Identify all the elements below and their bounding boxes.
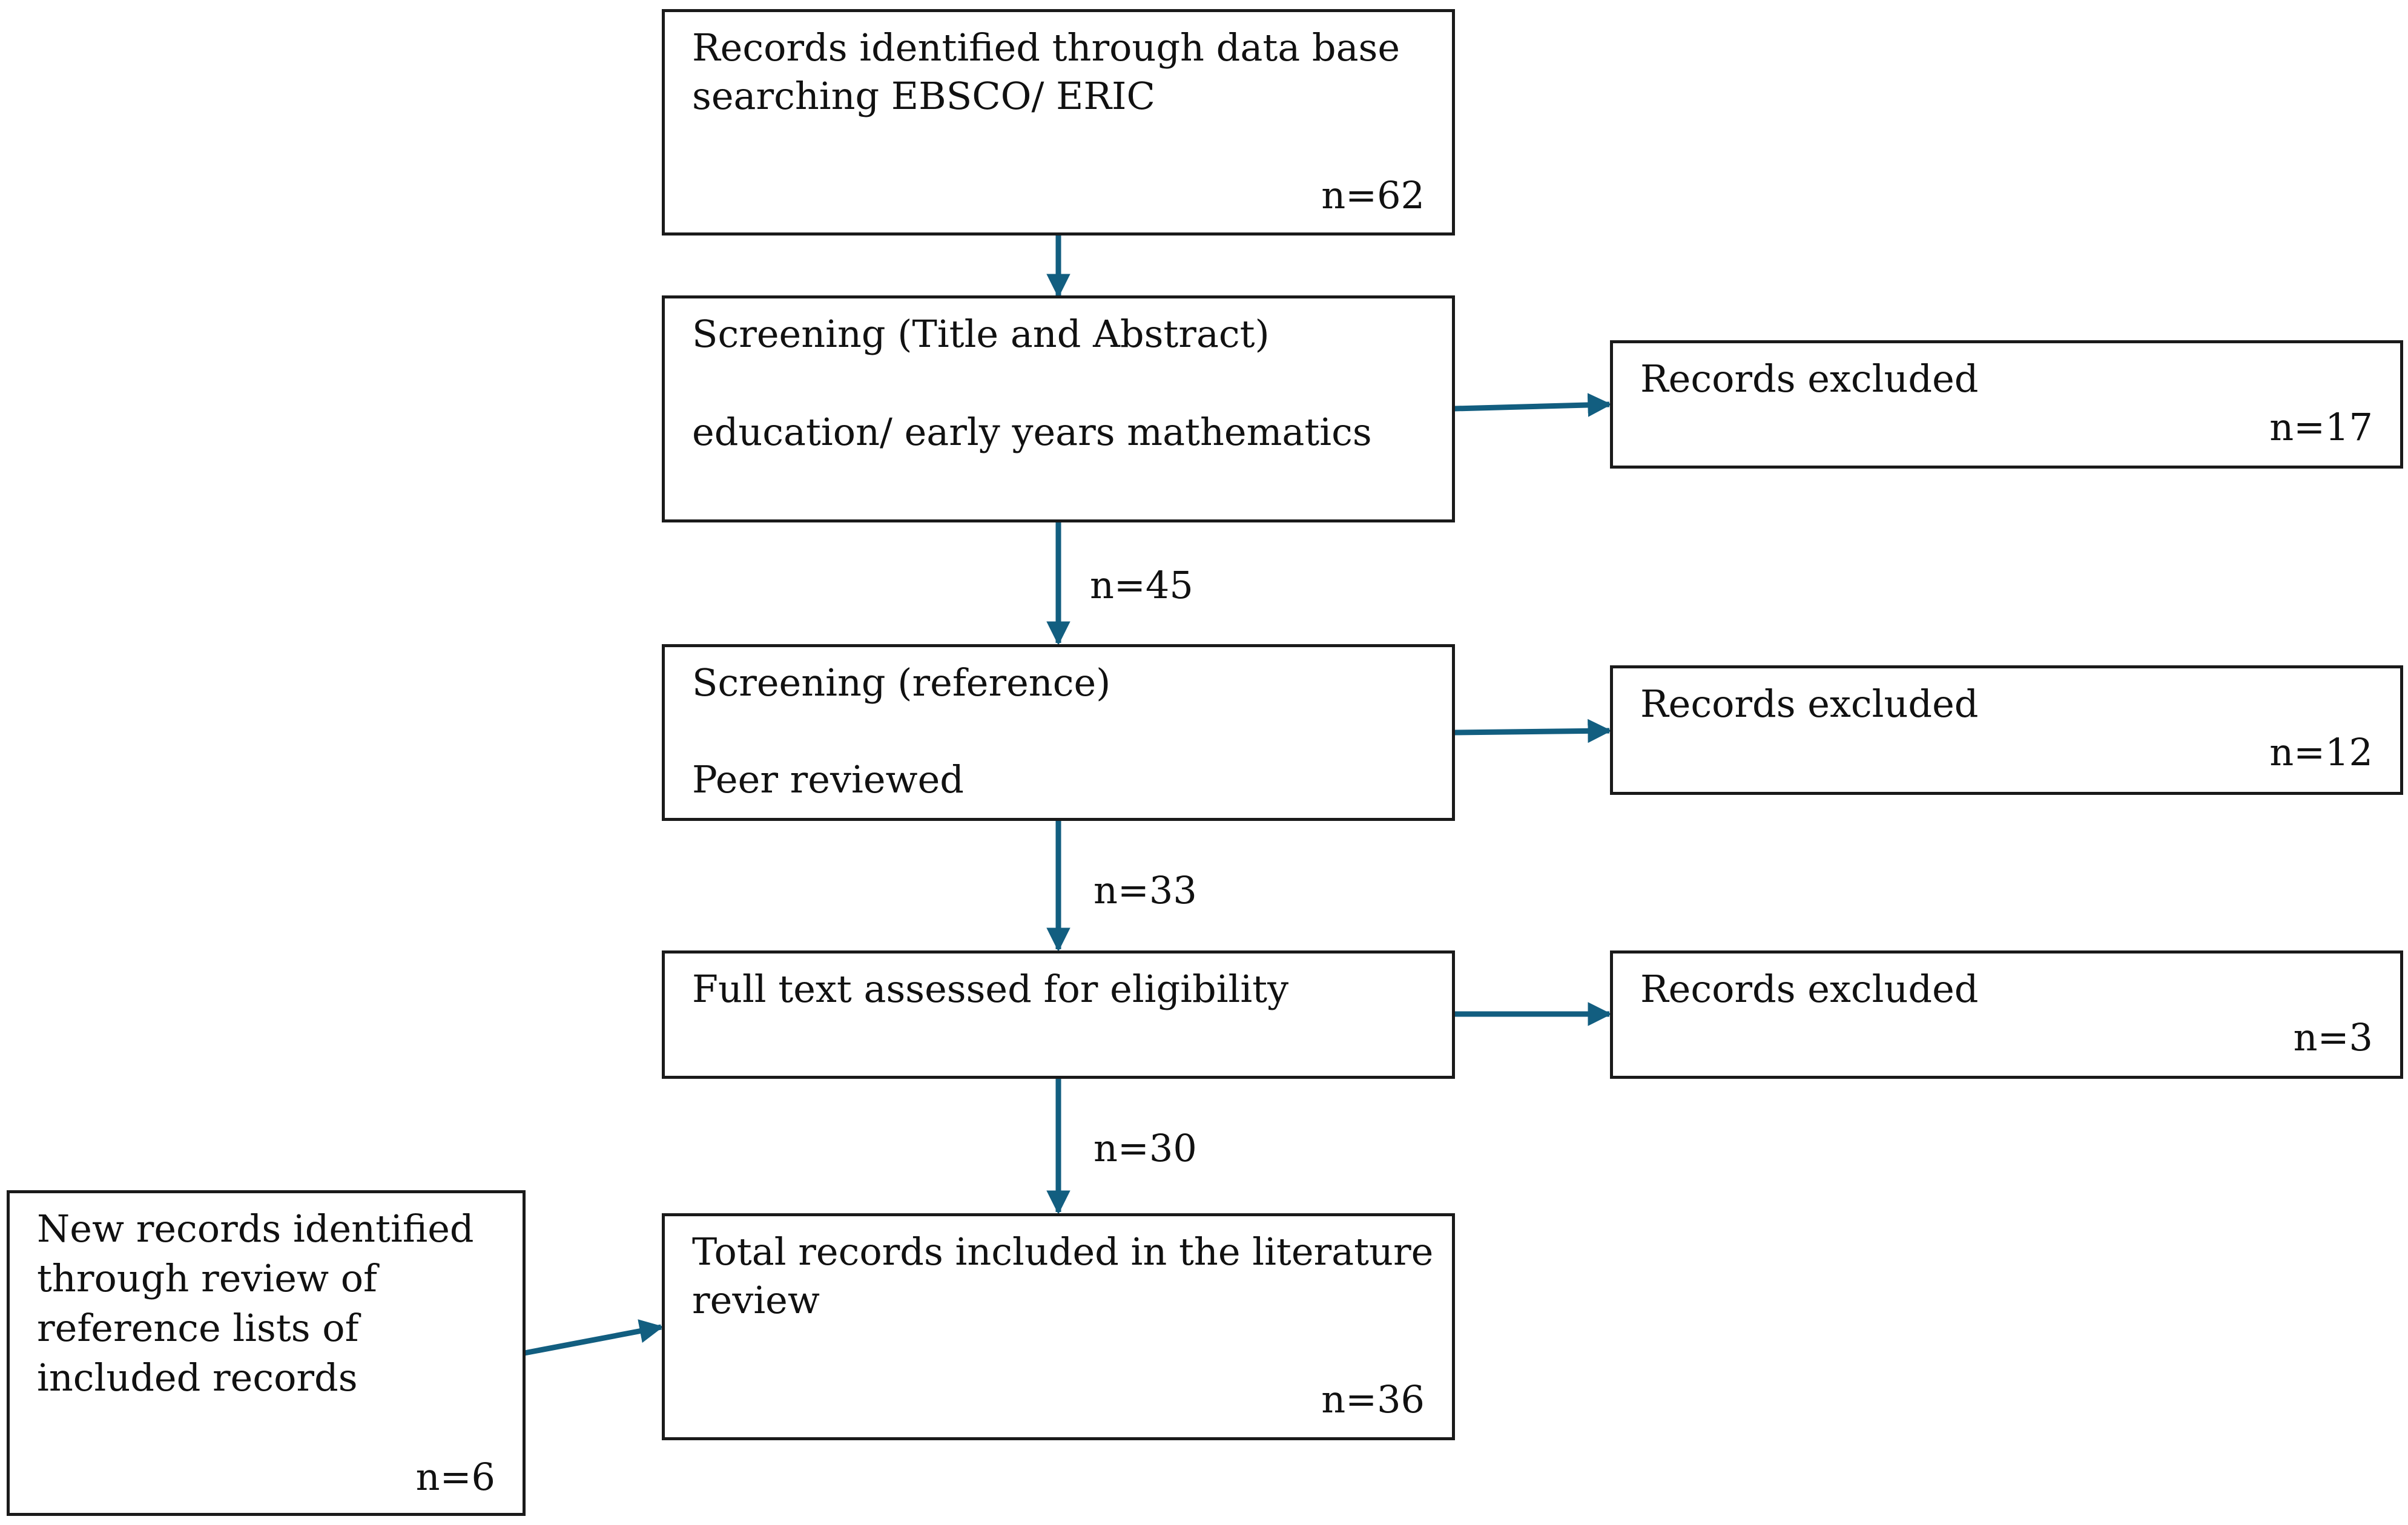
box-total-included: Total records included in the literature… <box>662 1213 1455 1440</box>
box-screening-reference-line-1: Screening (reference) <box>692 660 1111 705</box>
box-screening-title-abstract-line-2: education/ early years mathematics <box>692 410 1372 454</box>
box-records-excluded-2-count: n=12 <box>2269 730 2373 774</box>
box-records-excluded-2: Records excluded n=12 <box>1610 665 2403 795</box>
box-full-text-eligibility-line-1: Full text assessed for eligibility <box>692 967 1289 1011</box>
box-new-records-count: n=6 <box>415 1455 495 1499</box>
arrow-new-records-to-total <box>524 1319 664 1356</box>
box-records-excluded-3-label: Records excluded <box>1640 967 1979 1011</box>
flow-label-after-full-text: n=30 <box>1093 1126 1197 1170</box>
arrow-reference-to-excluded-2 <box>1454 719 1612 743</box>
box-screening-title-abstract-line-1: Screening (Title and Abstract) <box>692 312 1270 356</box>
box-new-records-line-2: through review of <box>37 1256 377 1300</box>
box-records-identified: Records identified through data base sea… <box>662 9 1455 236</box>
flow-label-after-reference-screening: n=33 <box>1093 868 1197 912</box>
box-total-included-count: n=36 <box>1321 1377 1425 1421</box>
box-new-records-line-4: included records <box>37 1355 358 1400</box>
box-records-identified-line-1: Records identified through data base <box>692 25 1400 70</box>
box-total-included-line-2: review <box>692 1278 820 1322</box>
box-records-excluded-1-label: Records excluded <box>1640 357 1979 401</box>
box-new-records-line-1: New records identified <box>37 1207 474 1251</box>
box-screening-reference: Screening (reference) Peer reviewed <box>662 644 1455 821</box>
box-full-text-eligibility: Full text assessed for eligibility <box>662 950 1455 1079</box>
box-records-identified-count: n=62 <box>1321 173 1425 217</box>
box-records-excluded-2-label: Records excluded <box>1640 682 1979 726</box>
box-screening-reference-line-2: Peer reviewed <box>692 757 964 802</box>
box-screening-title-abstract: Screening (Title and Abstract) education… <box>662 295 1455 522</box>
arrow-screening-to-excluded-1 <box>1454 393 1612 417</box>
box-records-identified-line-2: searching EBSCO/ ERIC <box>692 74 1155 118</box>
box-records-excluded-1: Records excluded n=17 <box>1610 340 2403 469</box>
box-new-records-line-3: reference lists of <box>37 1306 359 1350</box>
box-records-excluded-1-count: n=17 <box>2269 405 2373 449</box>
box-records-excluded-3: Records excluded n=3 <box>1610 950 2403 1079</box>
box-total-included-line-1: Total records included in the literature <box>692 1230 1434 1274</box>
box-new-records: New records identified through review of… <box>7 1190 526 1516</box>
flow-label-after-title-screening: n=45 <box>1090 563 1193 607</box>
box-records-excluded-3-count: n=3 <box>2293 1015 2373 1059</box>
